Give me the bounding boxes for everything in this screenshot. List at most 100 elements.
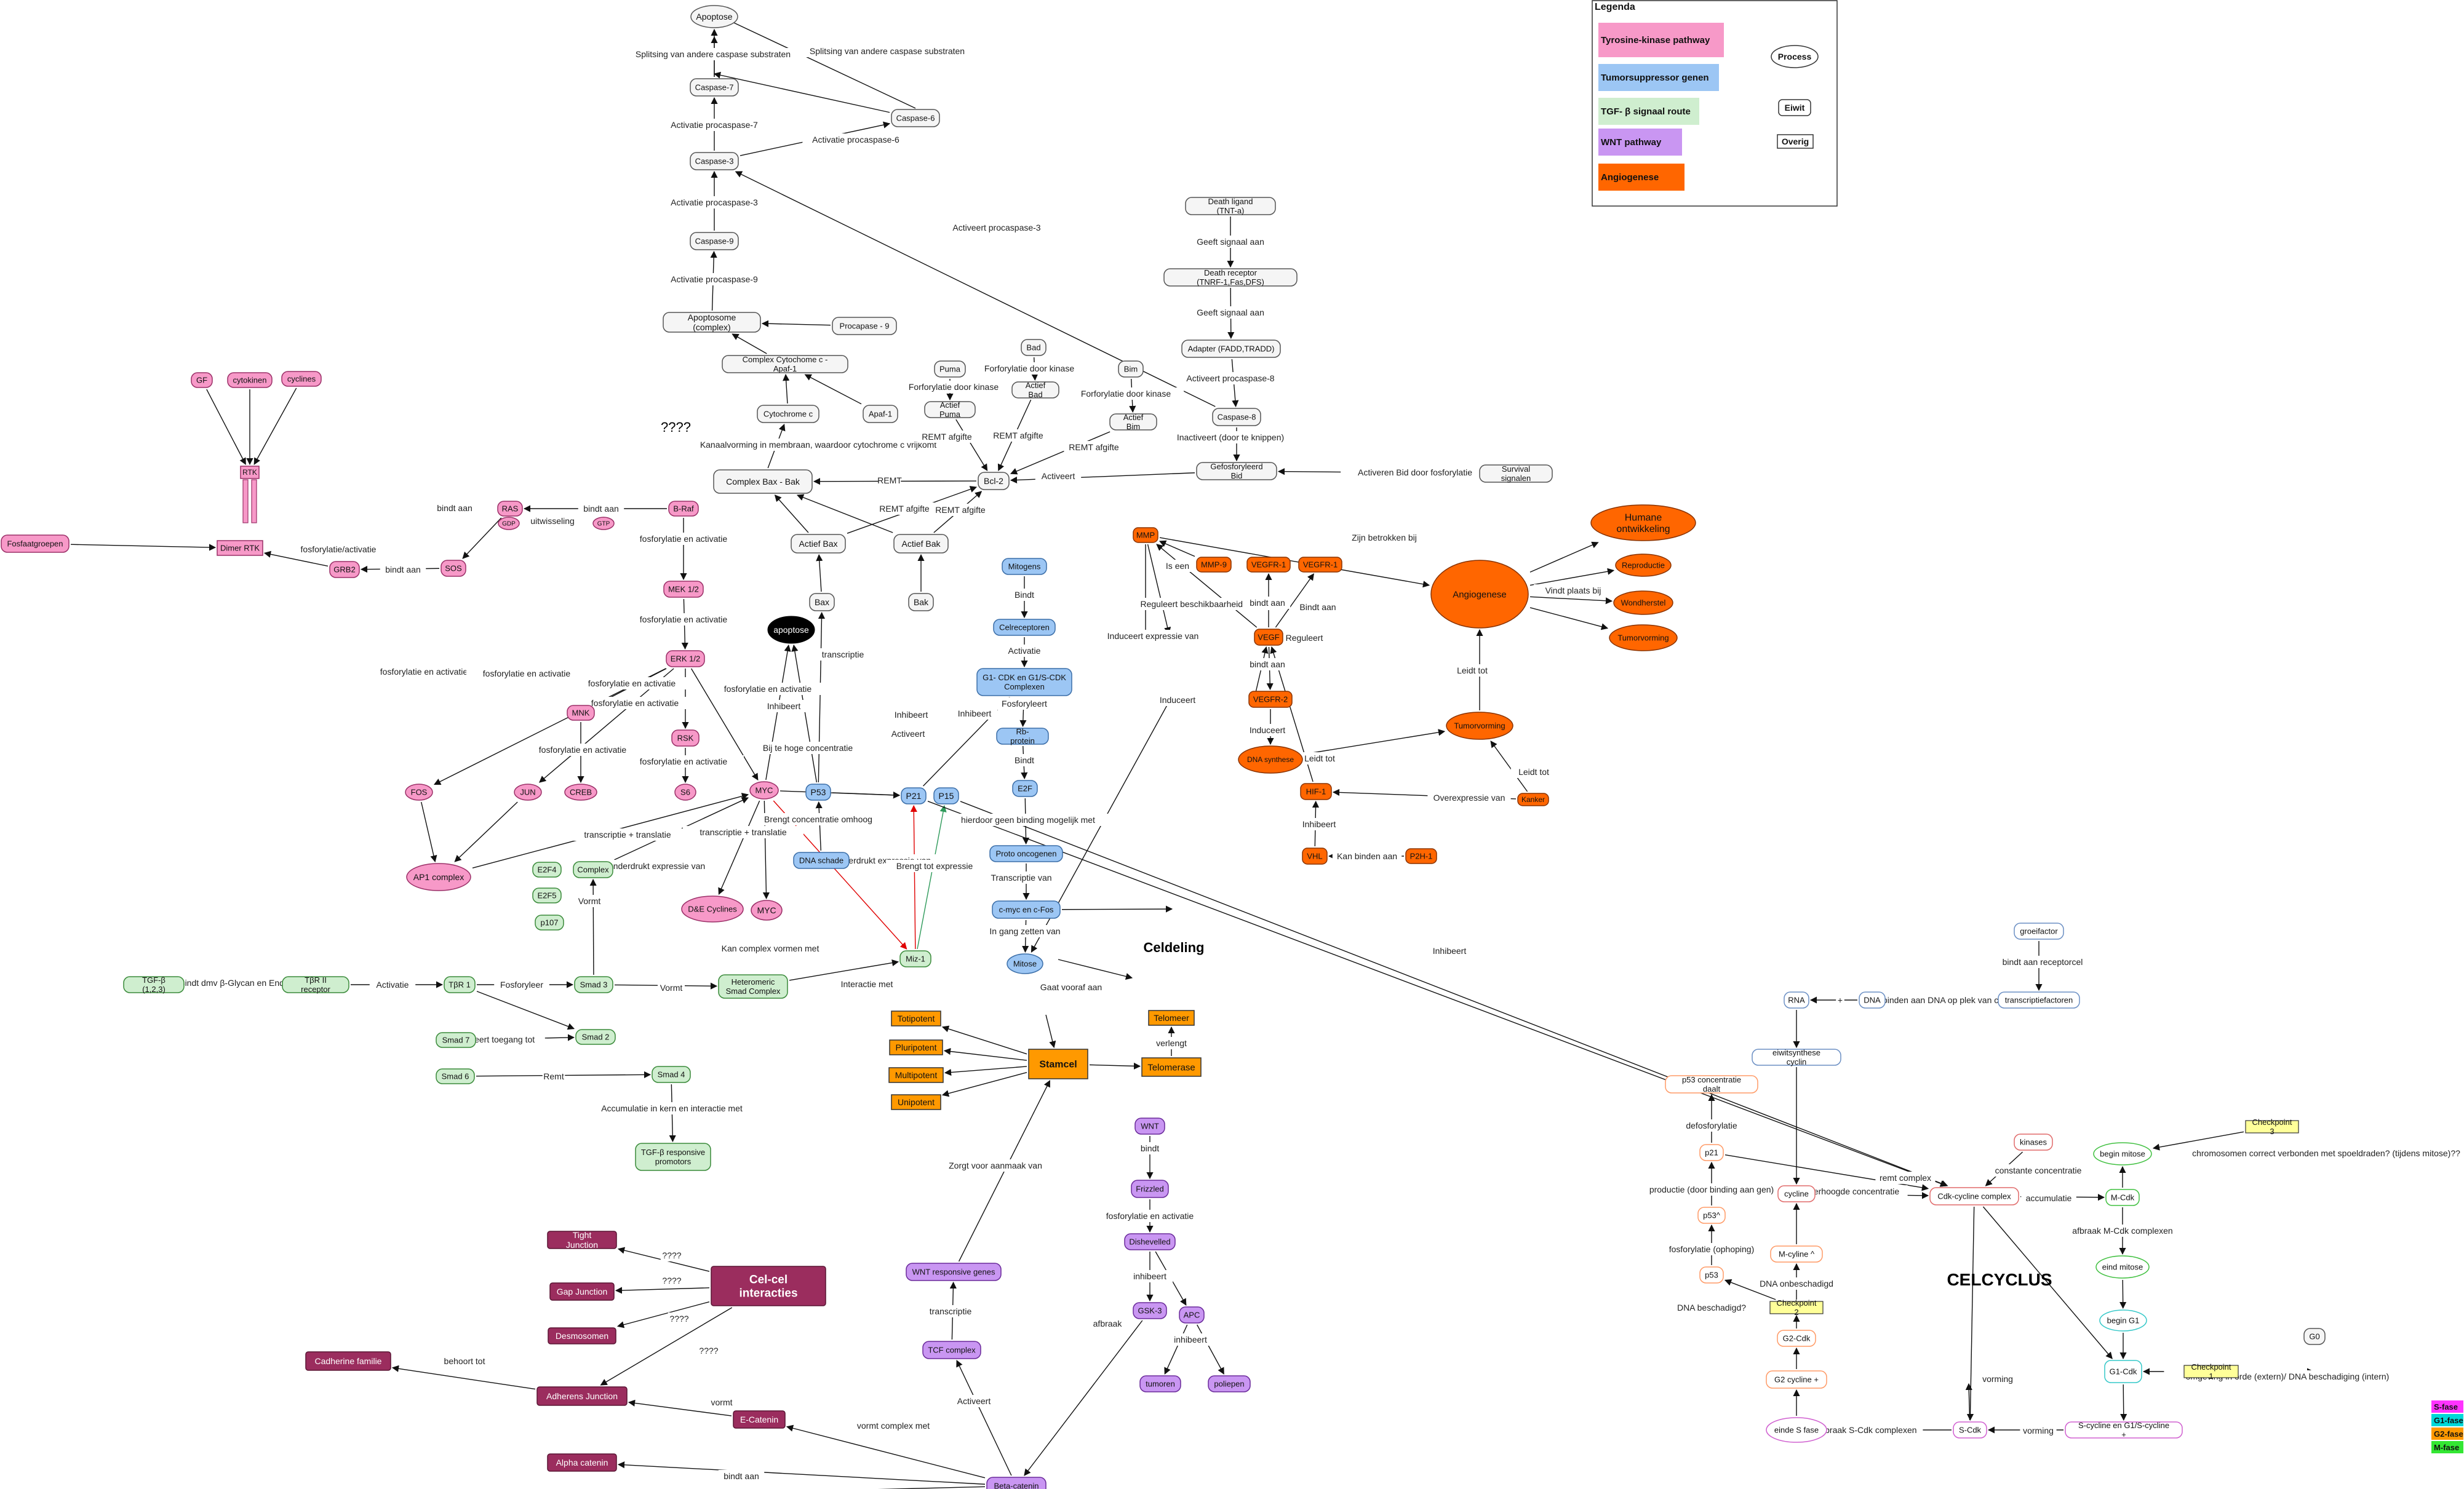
node-sos[interactable]: SOS xyxy=(441,560,466,577)
node-desmo[interactable]: Desmosomen xyxy=(548,1327,616,1344)
node-telomeer[interactable]: Telomeer xyxy=(1148,1010,1195,1026)
node-miz1[interactable]: Miz-1 xyxy=(899,950,931,967)
node-smad6[interactable]: Smad 6 xyxy=(436,1068,475,1084)
node-decyc[interactable]: D&E Cyclines xyxy=(681,895,744,923)
node-caspase6[interactable]: Caspase-6 xyxy=(891,109,940,127)
node-g2cdk[interactable]: G2-Cdk xyxy=(1777,1330,1816,1347)
node-apoptose_blk[interactable]: apoptose xyxy=(767,616,815,644)
node-e2f5[interactable]: E2F5 xyxy=(532,887,562,903)
node-vegfr2[interactable]: VEGFR-2 xyxy=(1248,691,1293,708)
node-jun[interactable]: JUN xyxy=(514,784,542,801)
node-p53[interactable]: P53 xyxy=(805,784,831,801)
node-beging1[interactable]: begin G1 xyxy=(2099,1309,2147,1332)
node-vegf[interactable]: VEGF xyxy=(1254,629,1283,646)
node-eindS[interactable]: einde S fase xyxy=(1766,1417,1827,1443)
node-p21[interactable]: P21 xyxy=(901,787,927,804)
node-wnt[interactable]: WNT xyxy=(1134,1118,1165,1135)
node-gdp[interactable]: GDP xyxy=(498,517,520,530)
node-celrec[interactable]: Celreceptoren xyxy=(993,619,1056,636)
node-actiefbax[interactable]: Actief Bax xyxy=(791,534,846,554)
node-apoptose_top[interactable]: Apoptose xyxy=(690,5,738,28)
node-uni[interactable]: Unipotent xyxy=(891,1094,941,1110)
node-myc2[interactable]: MYC xyxy=(751,900,783,921)
node-scdk[interactable]: S-Cdk xyxy=(1953,1421,1987,1439)
node-vegfr1a[interactable]: VEGFR-1 xyxy=(1246,557,1291,573)
node-alpha[interactable]: Alpha catenin xyxy=(547,1453,617,1472)
node-kanker[interactable]: Kanker xyxy=(1517,793,1549,806)
node-poliepen[interactable]: poliepen xyxy=(1208,1375,1251,1392)
node-smad2[interactable]: Smad 2 xyxy=(575,1029,616,1045)
node-rsk[interactable]: RSK xyxy=(671,729,700,747)
node-caspase9[interactable]: Caspase-9 xyxy=(690,232,739,250)
node-wond[interactable]: Wondherstel xyxy=(1613,590,1673,615)
node-vhl[interactable]: VHL xyxy=(1302,848,1328,865)
node-dna[interactable]: DNA xyxy=(1859,991,1886,1009)
node-caspase3[interactable]: Caspase-3 xyxy=(690,152,739,170)
node-telomerase[interactable]: Telomerase xyxy=(1141,1057,1202,1077)
node-smad7[interactable]: Smad 7 xyxy=(436,1032,476,1048)
node-gsk3[interactable]: GSK-3 xyxy=(1133,1302,1167,1319)
node-complexcyto[interactable]: Complex Cytochome c -Apaf-1 xyxy=(722,355,848,373)
node-rtk[interactable]: RTK xyxy=(240,466,260,479)
node-hif1[interactable]: HIF-1 xyxy=(1300,783,1332,800)
node-beginmit[interactable]: begin mitose xyxy=(2093,1142,2152,1165)
node-complex[interactable]: Complex xyxy=(573,861,613,878)
node-bcl2[interactable]: Bcl-2 xyxy=(978,472,1010,490)
node-rna[interactable]: RNA xyxy=(1784,991,1809,1009)
node-cdkcyc[interactable]: Cdk-cycline complex xyxy=(1929,1187,2019,1205)
node-erk[interactable]: ERK 1/2 xyxy=(666,650,705,667)
node-p15[interactable]: P15 xyxy=(933,787,959,804)
node-cycline[interactable]: cycline xyxy=(1777,1185,1816,1202)
node-betacat[interactable]: Beta-catenin xyxy=(986,1477,1047,1489)
node-pluri[interactable]: Pluripotent xyxy=(889,1039,943,1055)
node-e2f[interactable]: E2F xyxy=(1012,780,1038,797)
node-gf[interactable]: GF xyxy=(191,372,213,388)
node-adherens[interactable]: Adherens Junction xyxy=(536,1386,628,1406)
node-vegfr1b[interactable]: VEGFR-1 xyxy=(1298,557,1342,573)
node-actiefbak[interactable]: Actief Bak xyxy=(893,534,949,554)
node-p107[interactable]: p107 xyxy=(535,915,564,931)
node-proto[interactable]: Proto oncogenen xyxy=(989,845,1063,862)
node-tumorv1[interactable]: Tumorvorming xyxy=(1446,712,1513,740)
node-mcdk[interactable]: M-Cdk xyxy=(2105,1189,2140,1206)
node-caspase7[interactable]: Caspase-7 xyxy=(690,78,739,97)
node-mitose[interactable]: Mitose xyxy=(1007,953,1043,974)
node-mmp[interactable]: MMP xyxy=(1133,527,1158,543)
node-gap[interactable]: Gap Junction xyxy=(549,1282,615,1301)
node-myc1[interactable]: MYC xyxy=(749,781,779,800)
node-fosfaat[interactable]: Fosfaatgroepen xyxy=(1,534,70,553)
node-rb[interactable]: Rb-protein xyxy=(996,727,1049,745)
node-bim[interactable]: Bim xyxy=(1118,360,1144,378)
node-mitogens[interactable]: Mitogens xyxy=(1002,558,1047,575)
node-apaf1[interactable]: Apaf-1 xyxy=(863,405,898,423)
node-dimerrtk[interactable]: Dimer RTK xyxy=(217,540,263,556)
node-cytochrome[interactable]: Cytochrome c xyxy=(757,405,819,423)
node-dnaschade[interactable]: DNA schade xyxy=(793,852,850,869)
node-creb[interactable]: CREB xyxy=(564,784,597,801)
node-scyc[interactable]: S-cycline en G1/S-cycline+ xyxy=(2065,1421,2183,1439)
node-mcyline[interactable]: M-cyline ^ xyxy=(1770,1245,1823,1263)
node-smad3[interactable]: Smad 3 xyxy=(574,976,613,993)
node-frizzled[interactable]: Frizzled xyxy=(1131,1180,1169,1198)
node-g2cyc[interactable]: G2 cycline + xyxy=(1766,1370,1827,1389)
node-mek[interactable]: MEK 1/2 xyxy=(663,581,704,598)
node-puma[interactable]: Puma xyxy=(934,360,966,378)
node-ap1[interactable]: AP1 complex xyxy=(406,863,471,891)
node-tbr1[interactable]: TβR 1 xyxy=(444,976,476,993)
node-grb2[interactable]: GRB2 xyxy=(329,561,360,578)
node-s6[interactable]: S6 xyxy=(674,784,696,801)
node-tcf[interactable]: TCF complex xyxy=(922,1341,981,1359)
node-repro[interactable]: Reproductie xyxy=(1615,554,1672,577)
